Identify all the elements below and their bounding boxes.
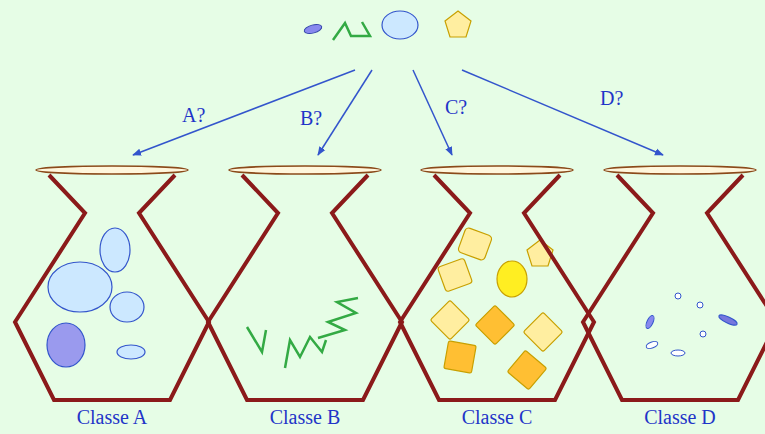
- vase-outline: [575, 155, 765, 434]
- vase-outline: [200, 155, 410, 434]
- vase-body: [400, 175, 594, 400]
- arrow-label: B?: [298, 106, 324, 130]
- classification-arrow: [133, 70, 355, 155]
- class-label: Classe B: [200, 405, 410, 429]
- arrow-label: D?: [598, 86, 625, 110]
- class-label: Classe C: [392, 405, 602, 429]
- class-vase: Classe A: [7, 155, 217, 434]
- objects-to-classify: [303, 11, 471, 40]
- vase-body: [15, 175, 209, 400]
- class-vase: Classe B: [200, 155, 410, 434]
- class-vase: Classe D: [575, 155, 765, 434]
- classification-arrow: [462, 70, 663, 155]
- arrow-label: A?: [180, 103, 207, 127]
- classification-arrow: [318, 70, 372, 155]
- vase-outline: [7, 155, 217, 434]
- class-vase: Classe C: [392, 155, 602, 434]
- class-label: Classe D: [575, 405, 765, 429]
- vase-rim: [604, 166, 756, 174]
- object-group: [295, 5, 480, 70]
- class-label: Classe A: [7, 405, 217, 429]
- vase-body: [583, 175, 765, 400]
- small-ellipses: [644, 293, 738, 356]
- vase-outline: [392, 155, 602, 434]
- zigzags: [247, 298, 358, 368]
- vase-rim: [229, 166, 381, 174]
- vase-rim: [36, 166, 188, 174]
- vase-body: [208, 175, 402, 400]
- vase-rim: [421, 166, 573, 174]
- polygons: [430, 227, 563, 390]
- arrow-label: C?: [443, 95, 469, 119]
